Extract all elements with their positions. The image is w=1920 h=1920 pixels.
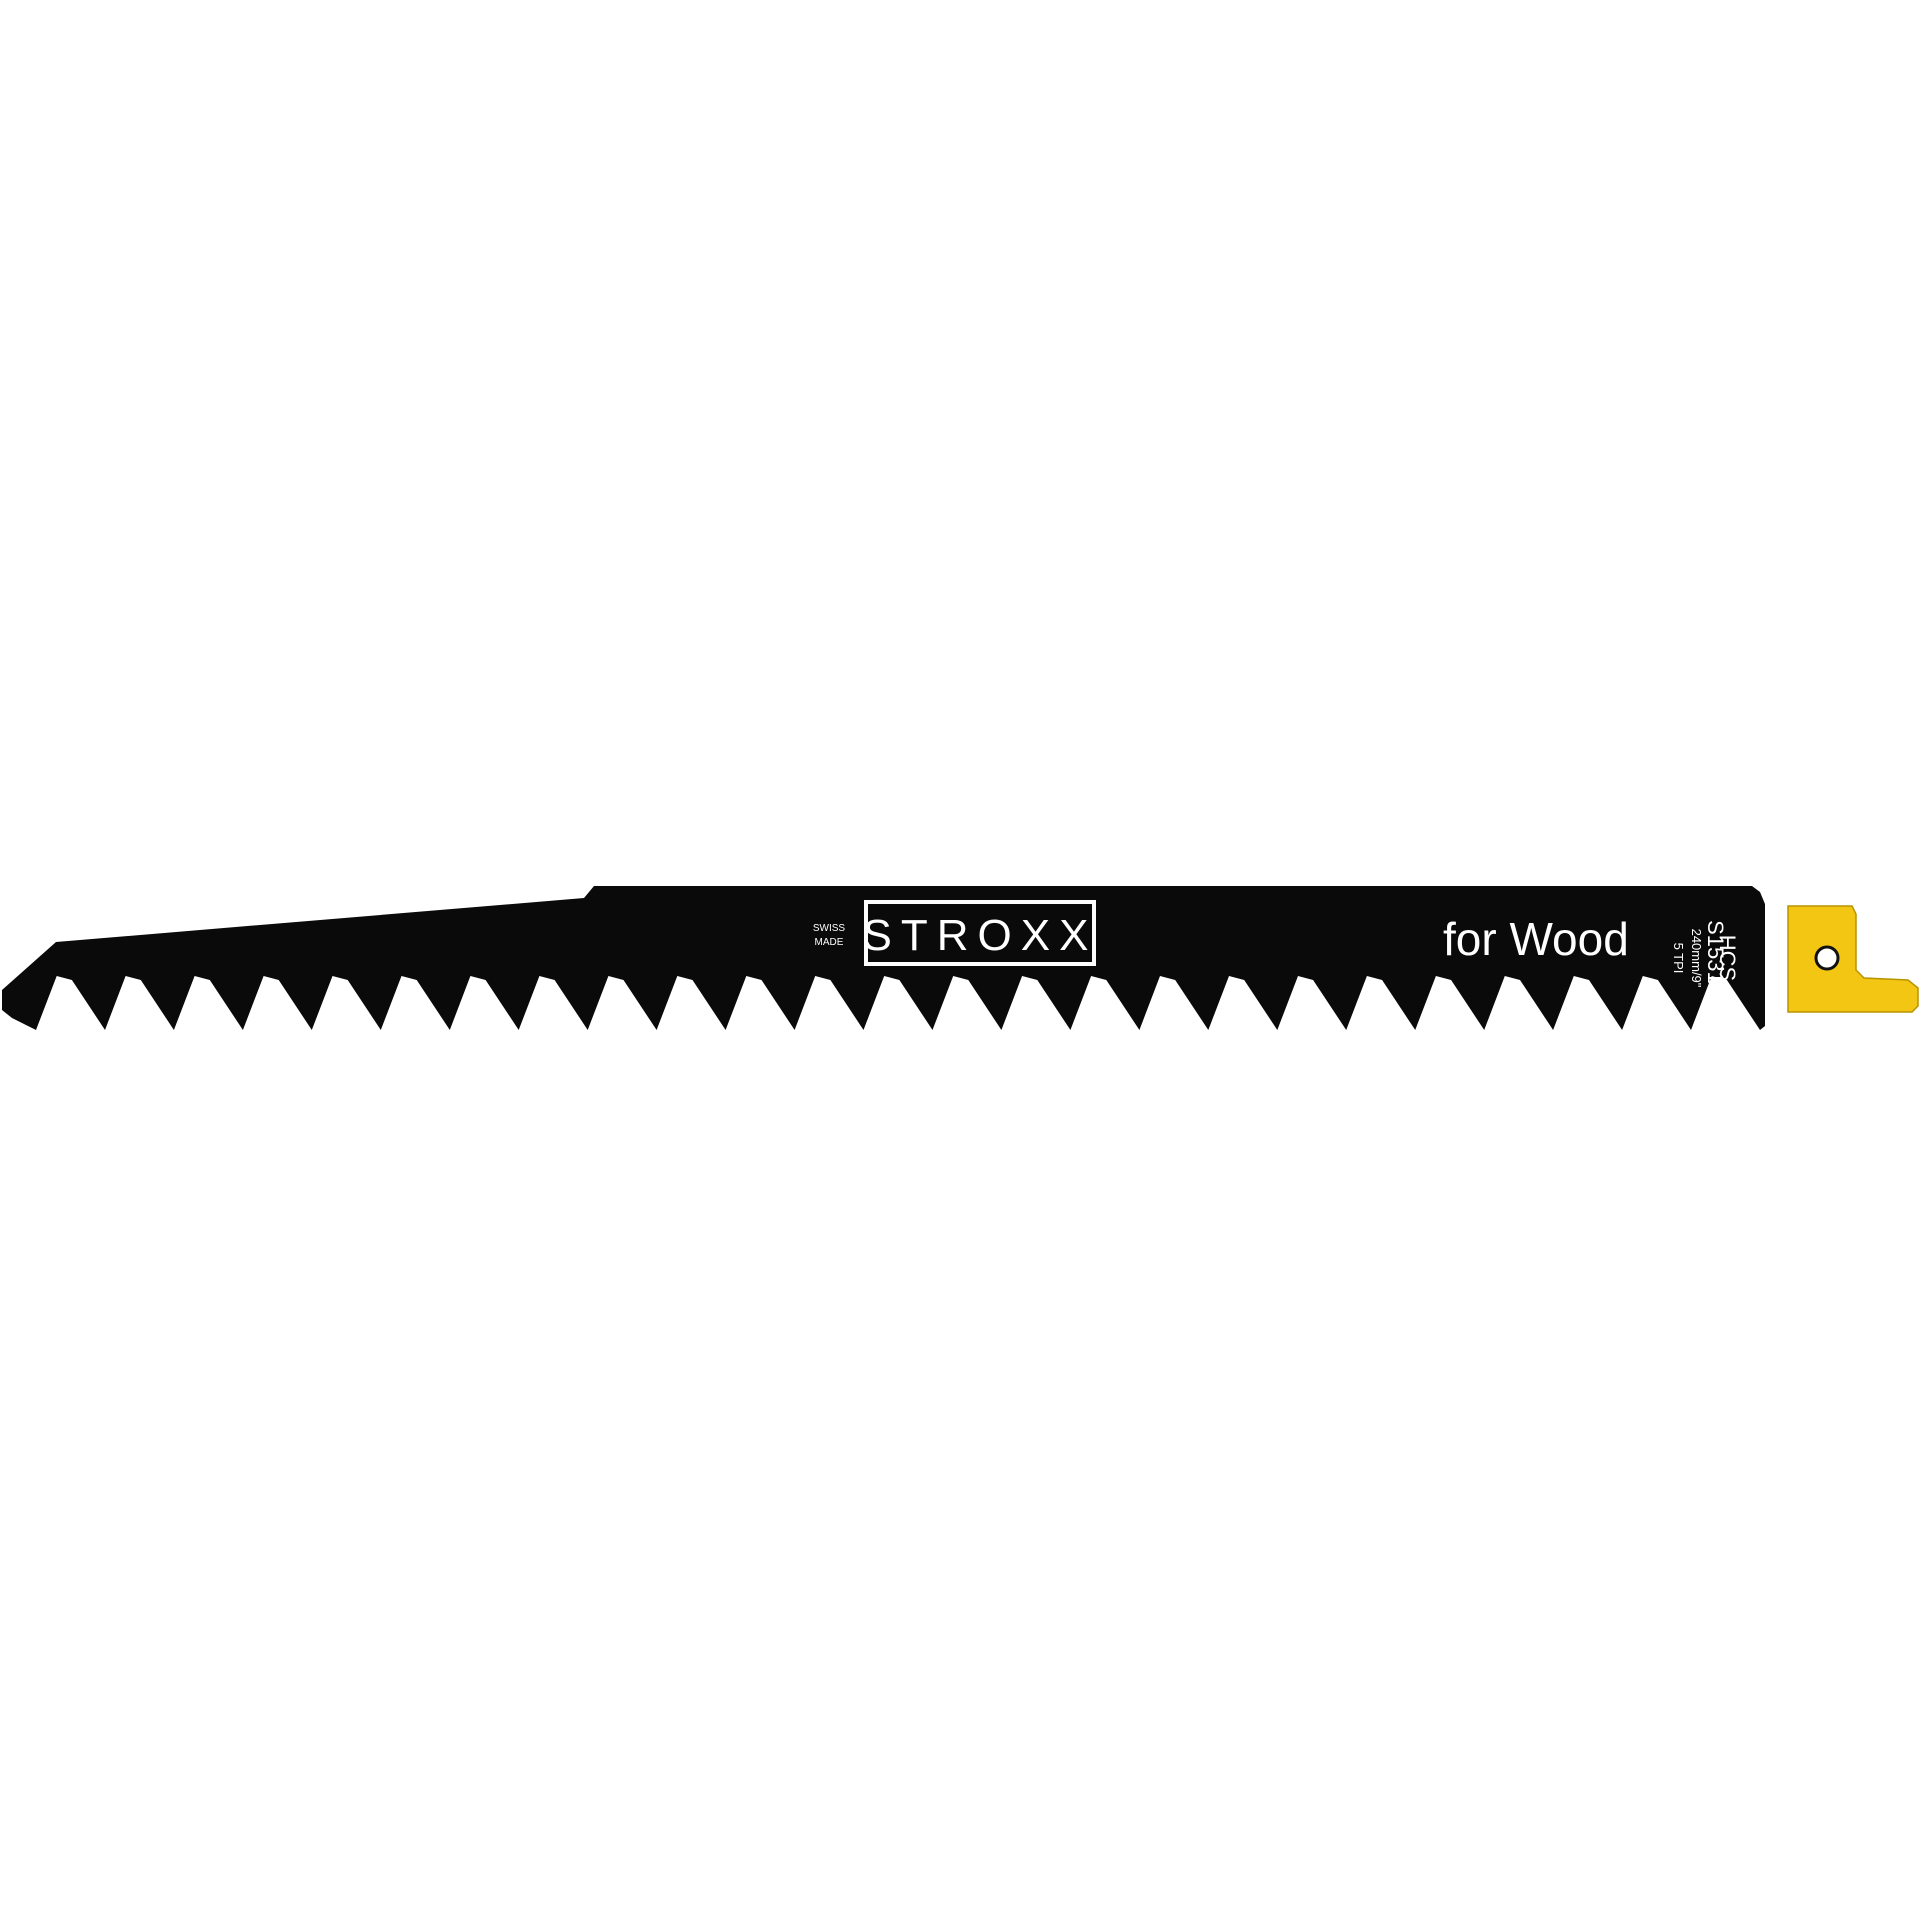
swiss-made-line2: MADE	[815, 937, 844, 948]
application-label: for Wood	[1443, 913, 1629, 965]
length-label: 240mm/9"	[1689, 929, 1704, 988]
blade-body	[2, 886, 1765, 1030]
blade-shank	[1787, 905, 1919, 1013]
brand-logo-frame	[864, 900, 1096, 966]
mounting-hole	[1814, 945, 1840, 971]
tpi-label: 5 TPI	[1671, 943, 1686, 974]
swiss-made-line1: SWISS	[813, 923, 846, 934]
model-label: S1531L	[1703, 920, 1728, 996]
material-label: HCS	[1715, 935, 1740, 981]
brand-logo: STROXX	[863, 911, 1098, 960]
